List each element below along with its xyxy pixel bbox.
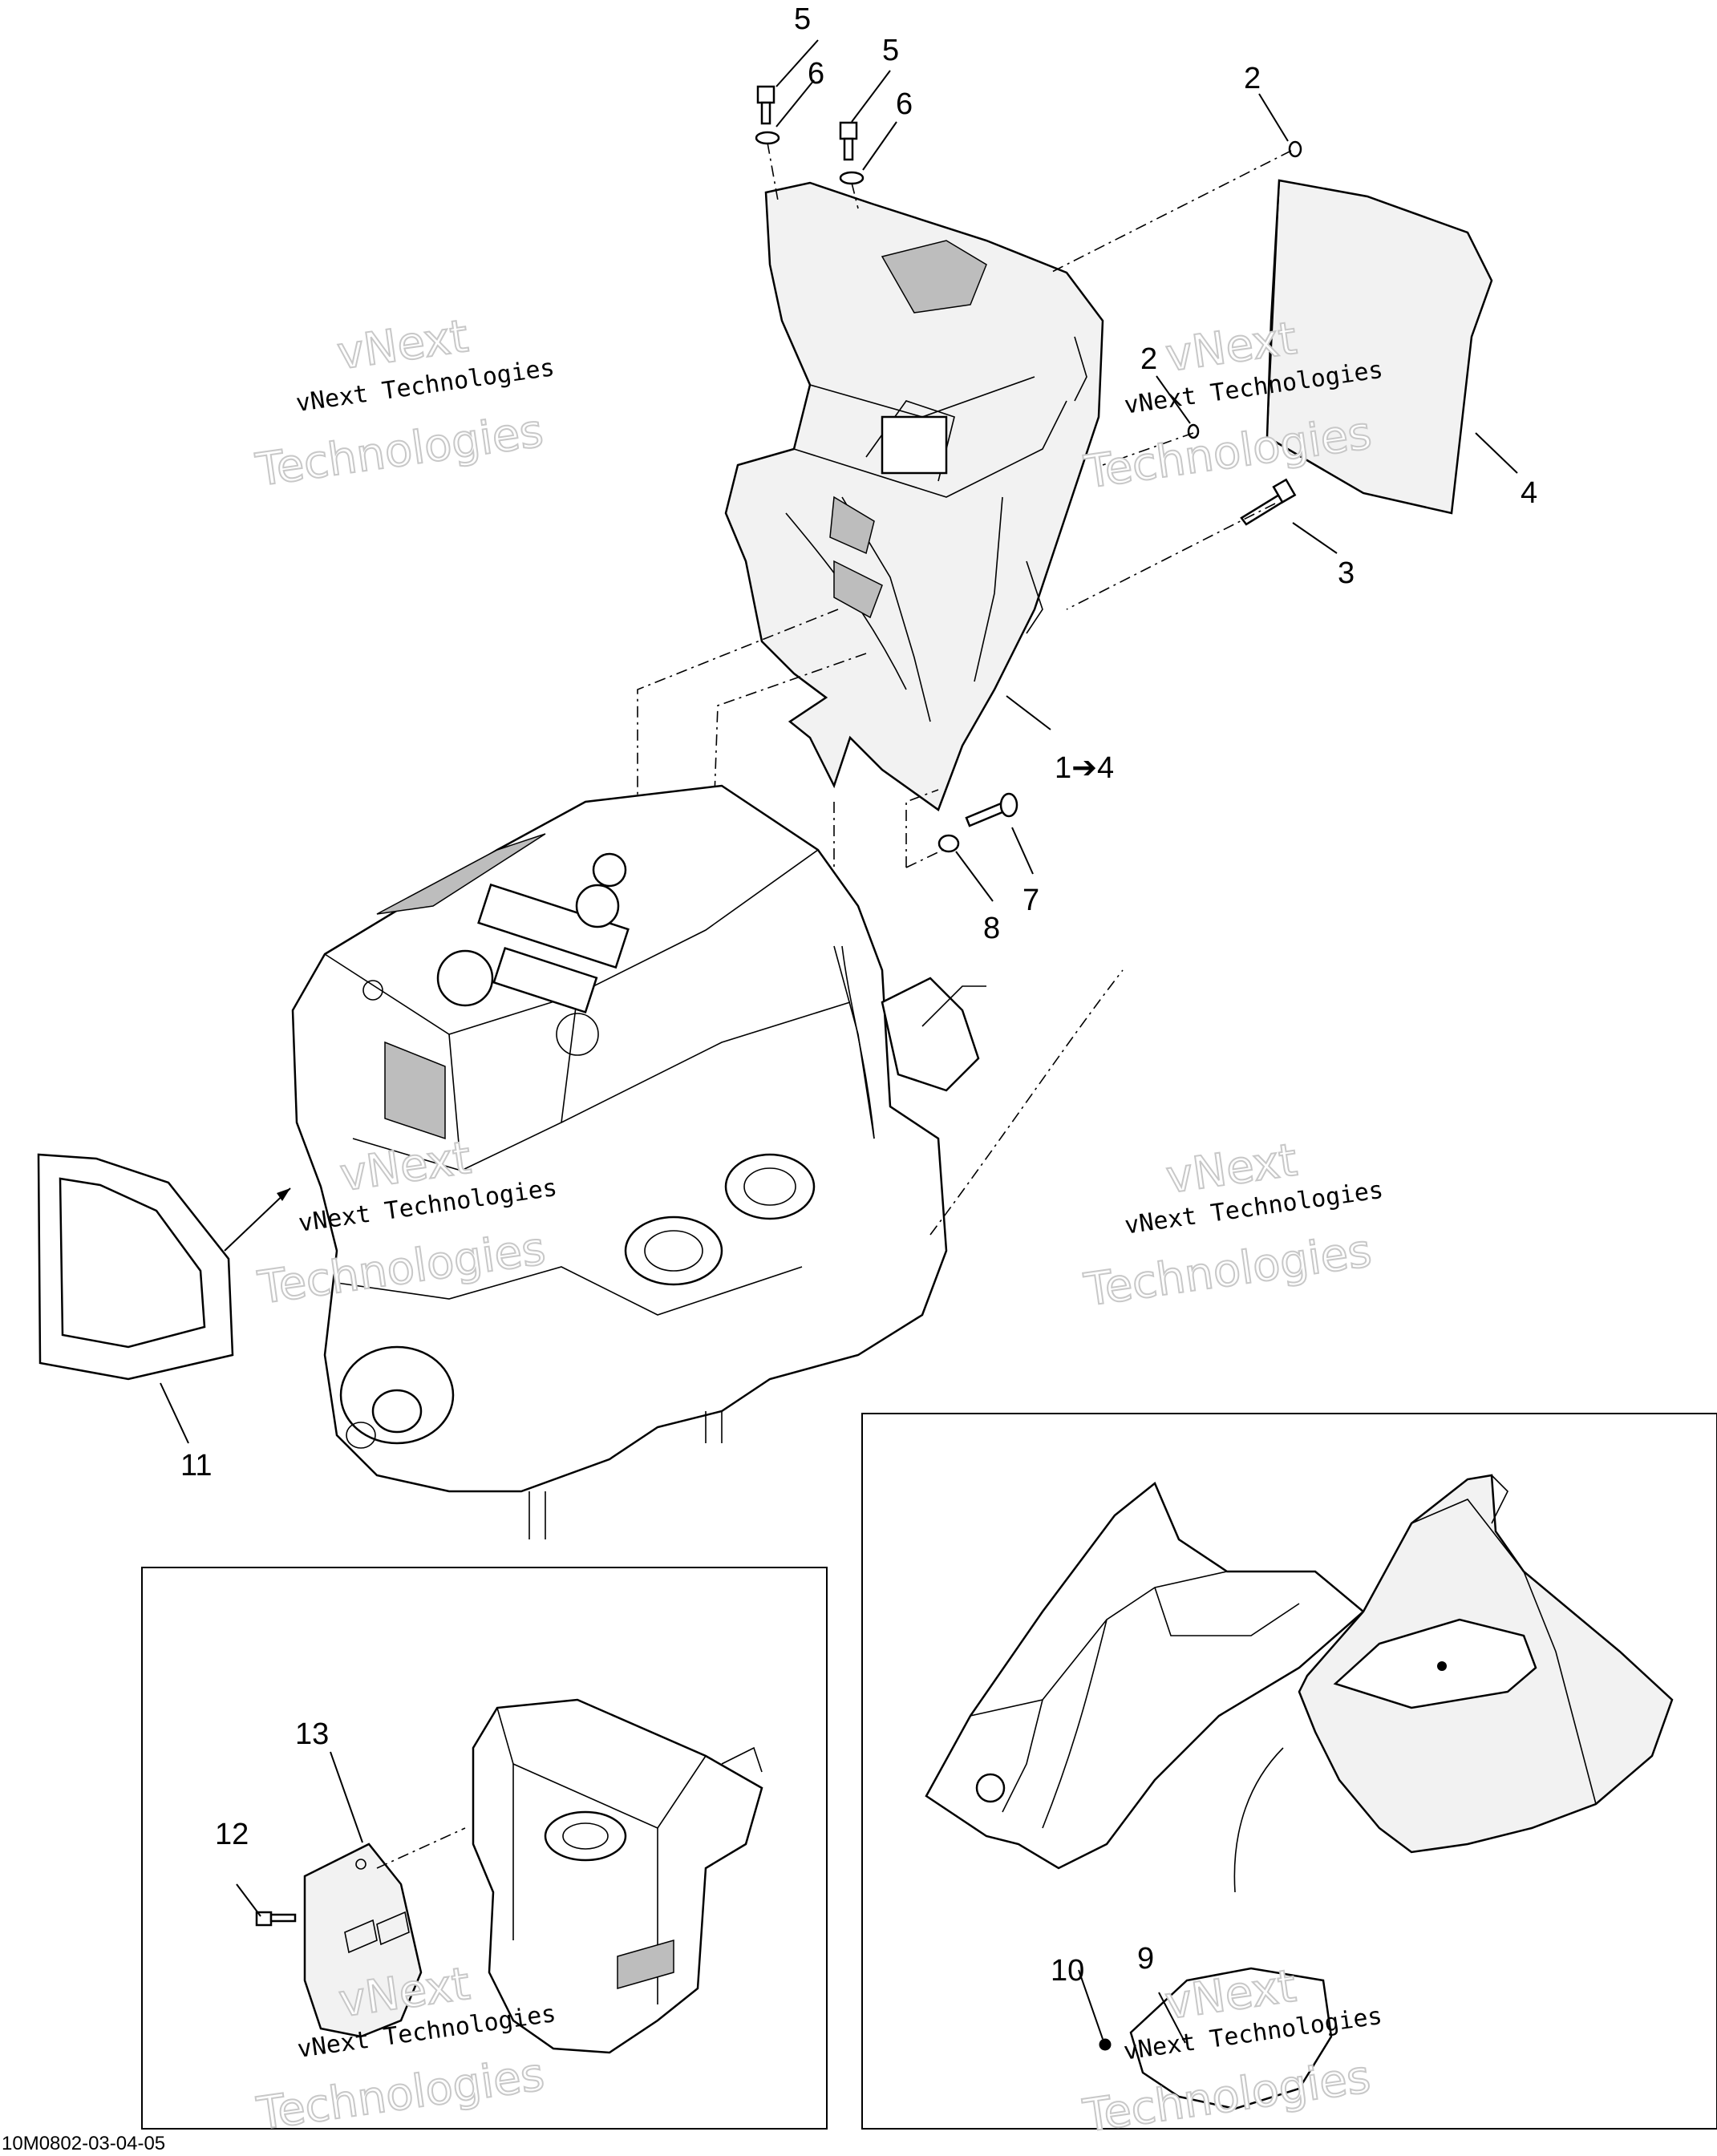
air-box <box>472 1698 763 2054</box>
watermark-top-left: vNext Technologies vNext Technologies <box>252 309 557 498</box>
drawing-code: 10M0802-03-04-05 <box>2 2133 165 2154</box>
part-6-washer-left <box>755 131 780 145</box>
hood-underside-view <box>1298 1474 1674 1854</box>
hood-top-view <box>925 1481 1365 1870</box>
watermark-mid-right: vNext Technologies vNext Technologies <box>1080 1133 1385 1317</box>
callout-4: 4 <box>1521 476 1537 510</box>
leader-lines <box>160 39 1518 2044</box>
part-9-decal <box>1129 1967 1333 2110</box>
callout-10: 10 <box>1051 1954 1084 1988</box>
svg-text:Technologies: Technologies <box>253 405 546 497</box>
part-2-grommet-top <box>1288 140 1302 158</box>
watermark-bottom-right: vNext Technologies vNext Technologies <box>1079 1960 1383 2144</box>
callout-9: 9 <box>1137 1942 1154 1976</box>
callout-6b: 6 <box>896 87 913 121</box>
part-12-screw <box>255 1911 297 1927</box>
part-7-bolt <box>965 792 1018 827</box>
part-2-grommet-mid <box>1187 423 1200 439</box>
part-10-rivet <box>1099 2038 1112 2051</box>
part-8-washer <box>937 834 960 853</box>
callout-2a: 2 <box>1244 62 1261 95</box>
part-5-screw-right <box>839 121 858 161</box>
callout-1-to-4: 1➔4 <box>1055 751 1114 785</box>
callout-8: 8 <box>983 912 1000 945</box>
intake-silencer-assembly <box>724 181 1104 811</box>
callout-13: 13 <box>295 1717 329 1751</box>
callout-2b: 2 <box>1140 342 1157 376</box>
engine-block <box>291 784 1124 1539</box>
svg-text:Technologies: Technologies <box>1081 407 1375 500</box>
callout-5b: 5 <box>882 34 899 67</box>
part-6-washer-right <box>839 171 865 185</box>
callout-11: 11 <box>180 1449 212 1483</box>
callout-12: 12 <box>215 1818 249 1851</box>
part-3-screw <box>1240 478 1297 526</box>
callout-3: 3 <box>1338 556 1355 590</box>
svg-text:Technologies: Technologies <box>253 2049 547 2141</box>
callout-5a: 5 <box>794 2 811 36</box>
inset-box-airbox <box>141 1567 828 2130</box>
svg-text:Technologies: Technologies <box>1081 1225 1375 1317</box>
part-4-cover-panel <box>1265 179 1493 515</box>
part-13-cover-plate <box>303 1843 423 2038</box>
callout-7: 7 <box>1023 884 1039 917</box>
part-11-gasket <box>37 1153 234 1381</box>
callout-6a: 6 <box>808 57 824 91</box>
part-5-screw-left <box>756 85 775 125</box>
inset-box-hood <box>861 1413 1717 2130</box>
